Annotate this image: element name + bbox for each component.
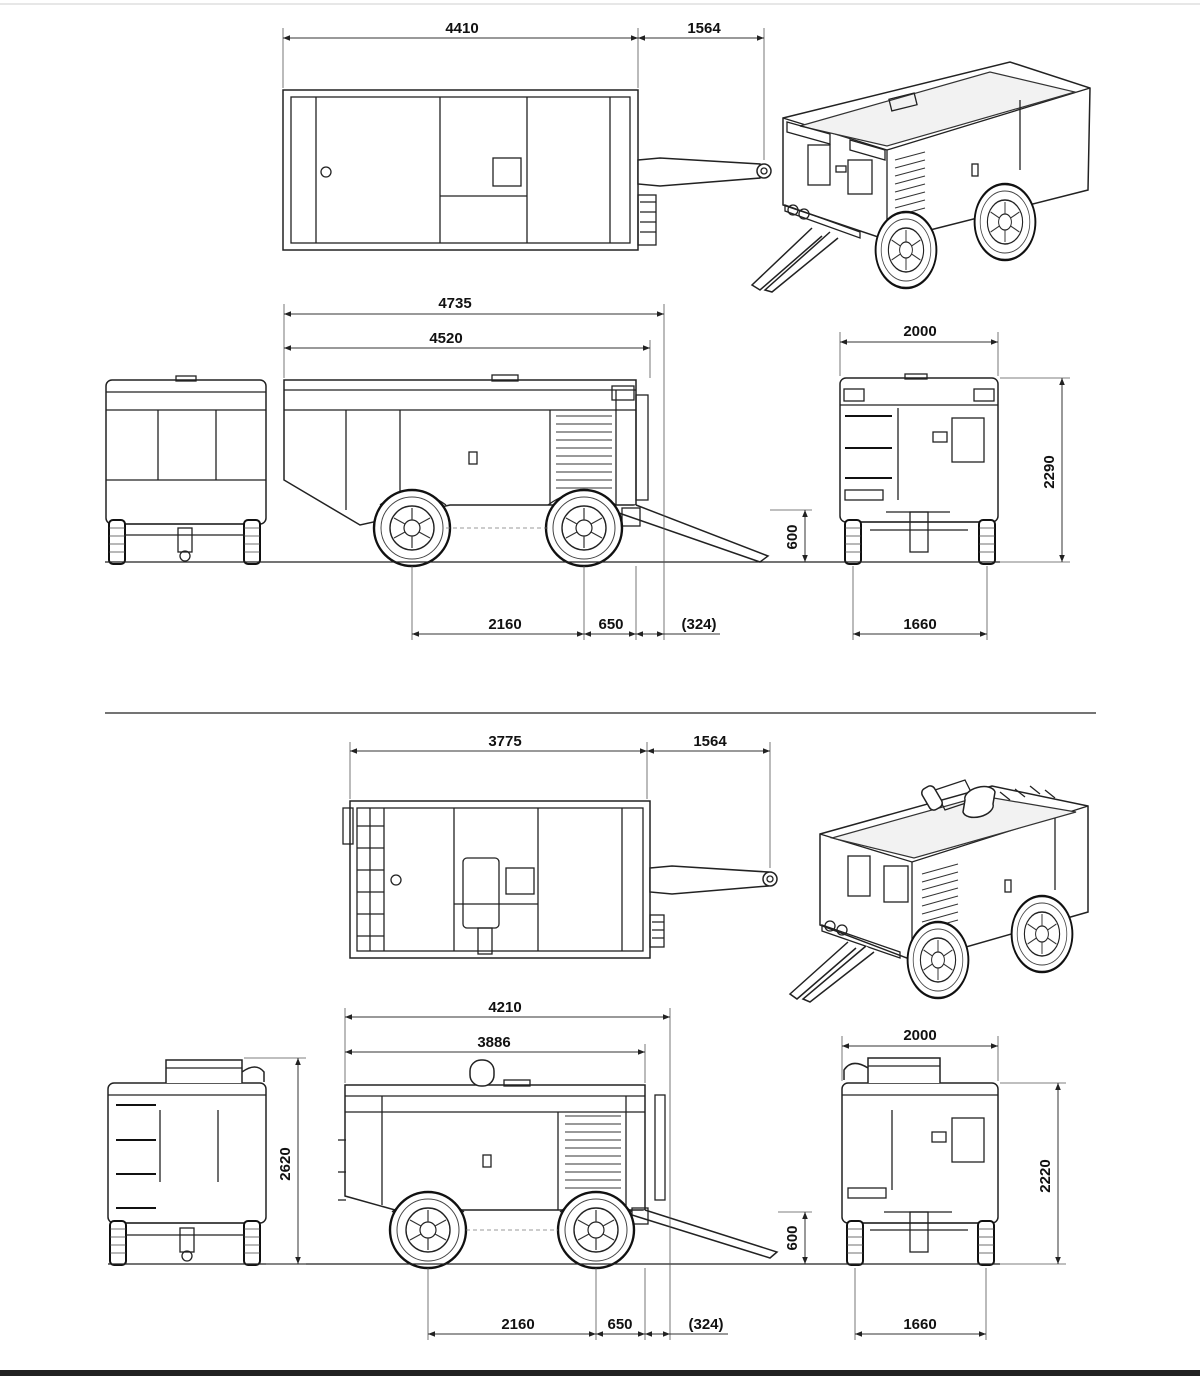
lower-end-width-label: 2000: [903, 1027, 936, 1044]
upper-isometric-view: [750, 61, 1091, 293]
lower-axle-to-hitch-label: 650: [607, 1316, 632, 1333]
upper-end-width-label: 2000: [903, 323, 936, 340]
lower-overall-length-label: 4210: [488, 999, 521, 1016]
lower-side-view: [338, 1059, 779, 1270]
upper-body-length-label: 4520: [429, 330, 462, 347]
lower-drawbar-height-label: 600: [784, 1225, 801, 1250]
upper-axle-to-hitch-label: 650: [598, 616, 623, 633]
upper-drawbar-height-label: 600: [784, 524, 801, 549]
lower-rear-view: [107, 1059, 267, 1266]
upper-top-length-label: 4410: [445, 20, 478, 37]
lower-top-view: [342, 800, 778, 959]
upper-side-view: [283, 374, 770, 568]
lower-hitch-offset-label: (324): [688, 1316, 723, 1333]
lower-body-length-label: 3886: [477, 1034, 510, 1051]
upper-end-view: [839, 373, 999, 565]
lower-top-dimensions: 3775 1564: [349, 733, 771, 868]
upper-track-label: 1660: [903, 616, 936, 633]
lower-end-dimensions: 2000 2220 1660: [841, 1027, 1066, 1340]
upper-side-dimensions: 4735 4520 2160 650 (324) 600: [283, 295, 812, 640]
lower-isometric-view: [788, 779, 1089, 1003]
upper-top-dimensions: 4410 1564: [282, 20, 765, 160]
upper-overall-length-label: 4735: [438, 295, 471, 312]
lower-top-drawbar-label: 1564: [693, 733, 727, 750]
lower-rear-height-label: 2620: [277, 1147, 294, 1180]
upper-hitch-offset-label: (324): [681, 616, 716, 633]
upper-wheelbase-label: 2160: [488, 616, 521, 633]
lower-side-dimensions: 4210 3886 2160 650 (324) 600: [344, 999, 812, 1340]
upper-end-dimensions: 2000 2290 1660: [839, 323, 1070, 640]
bottom-border: [0, 1370, 1200, 1376]
lower-end-view: [841, 1057, 999, 1266]
lower-end-height-label: 2220: [1037, 1159, 1054, 1192]
lower-track-label: 1660: [903, 1316, 936, 1333]
lower-rear-dimensions: 2620: [244, 1057, 306, 1265]
upper-top-drawbar-label: 1564: [687, 20, 721, 37]
lower-wheelbase-label: 2160: [501, 1316, 534, 1333]
lower-top-length-label: 3775: [488, 733, 521, 750]
upper-top-view: [282, 89, 772, 251]
upper-rear-view: [105, 375, 267, 565]
upper-end-height-label: 2290: [1041, 455, 1058, 488]
